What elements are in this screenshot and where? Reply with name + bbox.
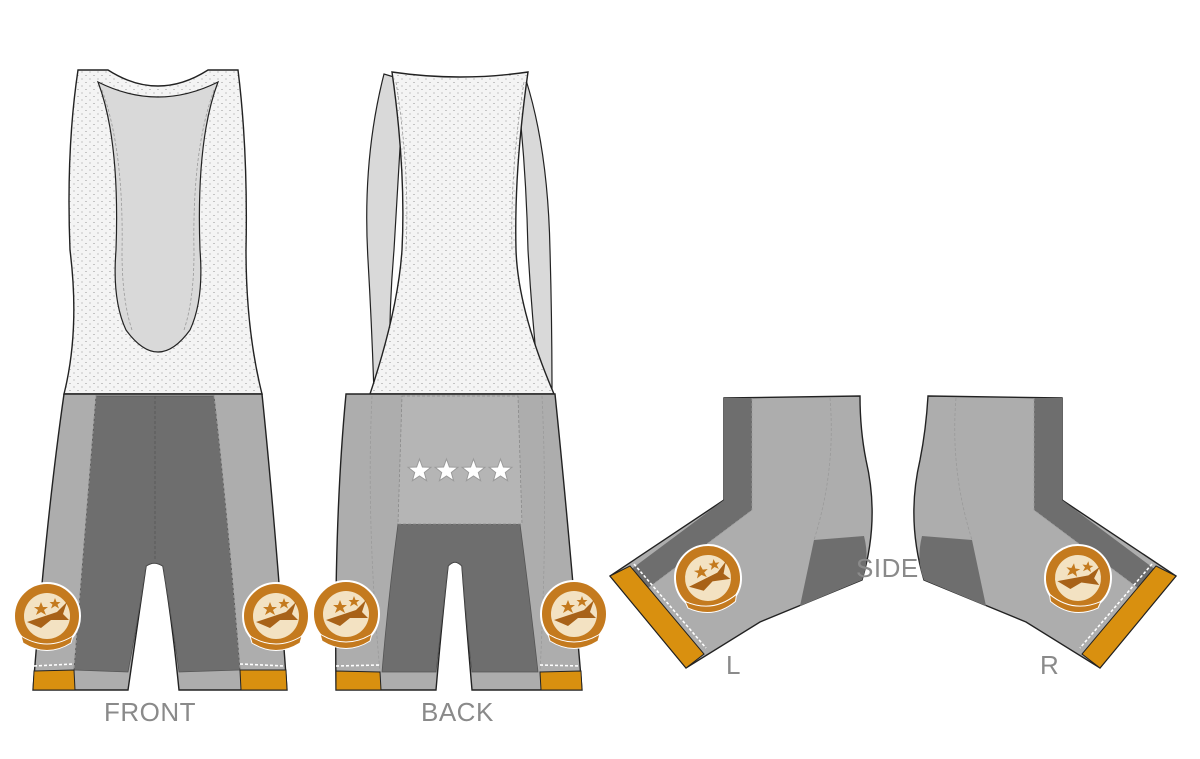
side-left-view	[608, 395, 873, 669]
side-right-dark-panel-2	[919, 536, 986, 606]
front-left-logo	[13, 582, 81, 652]
back-star-row	[406, 457, 514, 482]
back-star	[487, 457, 514, 482]
back-right-logo	[540, 580, 608, 650]
front-left-cuff	[32, 669, 76, 691]
front-dark-panel	[73, 395, 241, 673]
back-mesh-upper	[369, 71, 556, 395]
side-right-cuff	[1081, 565, 1177, 669]
back-left-cuff	[335, 670, 382, 691]
back-label: BACK	[421, 697, 494, 727]
front-label: FRONT	[104, 697, 197, 727]
back-center-panel	[397, 395, 523, 525]
side-right-view	[913, 395, 1178, 669]
left-side-label: L	[726, 650, 741, 680]
front-inner-lining	[96, 80, 220, 353]
side-left-dark-panel-2	[800, 536, 867, 606]
side-left-cuff	[609, 565, 705, 669]
back-star	[406, 457, 433, 482]
front-view	[13, 69, 310, 691]
right-side-label: R	[1040, 650, 1060, 680]
back-dark-panel	[381, 523, 539, 673]
back-left-logo	[312, 580, 380, 650]
back-view	[312, 71, 608, 691]
front-right-cuff	[239, 669, 288, 691]
back-right-cuff	[539, 670, 583, 691]
back-star	[433, 457, 460, 482]
front-right-logo	[242, 582, 310, 652]
back-star	[460, 457, 487, 482]
side-label: SIDE	[856, 553, 919, 583]
